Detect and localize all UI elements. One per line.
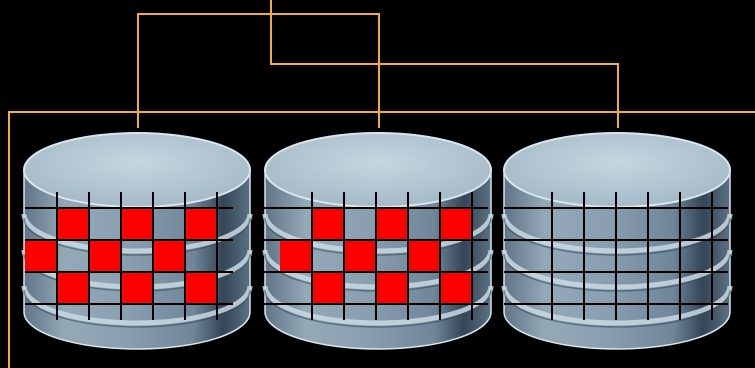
highlight-cell xyxy=(280,240,312,272)
highlight-cell xyxy=(440,272,472,304)
highlight-cell xyxy=(312,272,344,304)
highlight-cell xyxy=(376,208,408,240)
connector-lines xyxy=(8,0,755,368)
highlight-cell xyxy=(376,272,408,304)
connector-top-3 xyxy=(270,0,619,128)
highlight-cell xyxy=(408,240,440,272)
platter-band xyxy=(501,285,733,326)
platter-band xyxy=(262,213,494,254)
highlight-cell xyxy=(344,240,376,272)
highlight-cell xyxy=(57,272,89,304)
disks-layer xyxy=(21,132,733,350)
platter-band xyxy=(21,285,253,326)
highlight-cell xyxy=(121,208,153,240)
highlight-cell xyxy=(153,240,185,272)
highlight-cell xyxy=(312,208,344,240)
connector-outer xyxy=(8,111,755,368)
platter-band xyxy=(262,285,494,326)
disk-1 xyxy=(21,132,253,350)
disk-2 xyxy=(262,132,494,350)
highlight-cell xyxy=(121,272,153,304)
platter-band xyxy=(21,213,253,254)
highlight-cell xyxy=(440,208,472,240)
platter-band-shadow xyxy=(503,289,731,328)
highlight-cell xyxy=(185,272,217,304)
platter-band-shadow xyxy=(264,289,492,328)
platter-band-shadow xyxy=(23,217,251,256)
disk-3 xyxy=(501,132,733,350)
connector-1-2 xyxy=(137,13,380,128)
highlight-cell xyxy=(57,208,89,240)
disk-top xyxy=(264,132,492,208)
platter-band-shadow xyxy=(264,217,492,256)
platter-band-shadow xyxy=(23,289,251,328)
highlight-cell xyxy=(25,240,57,272)
highlight-cell xyxy=(185,208,217,240)
highlight-cell xyxy=(89,240,121,272)
